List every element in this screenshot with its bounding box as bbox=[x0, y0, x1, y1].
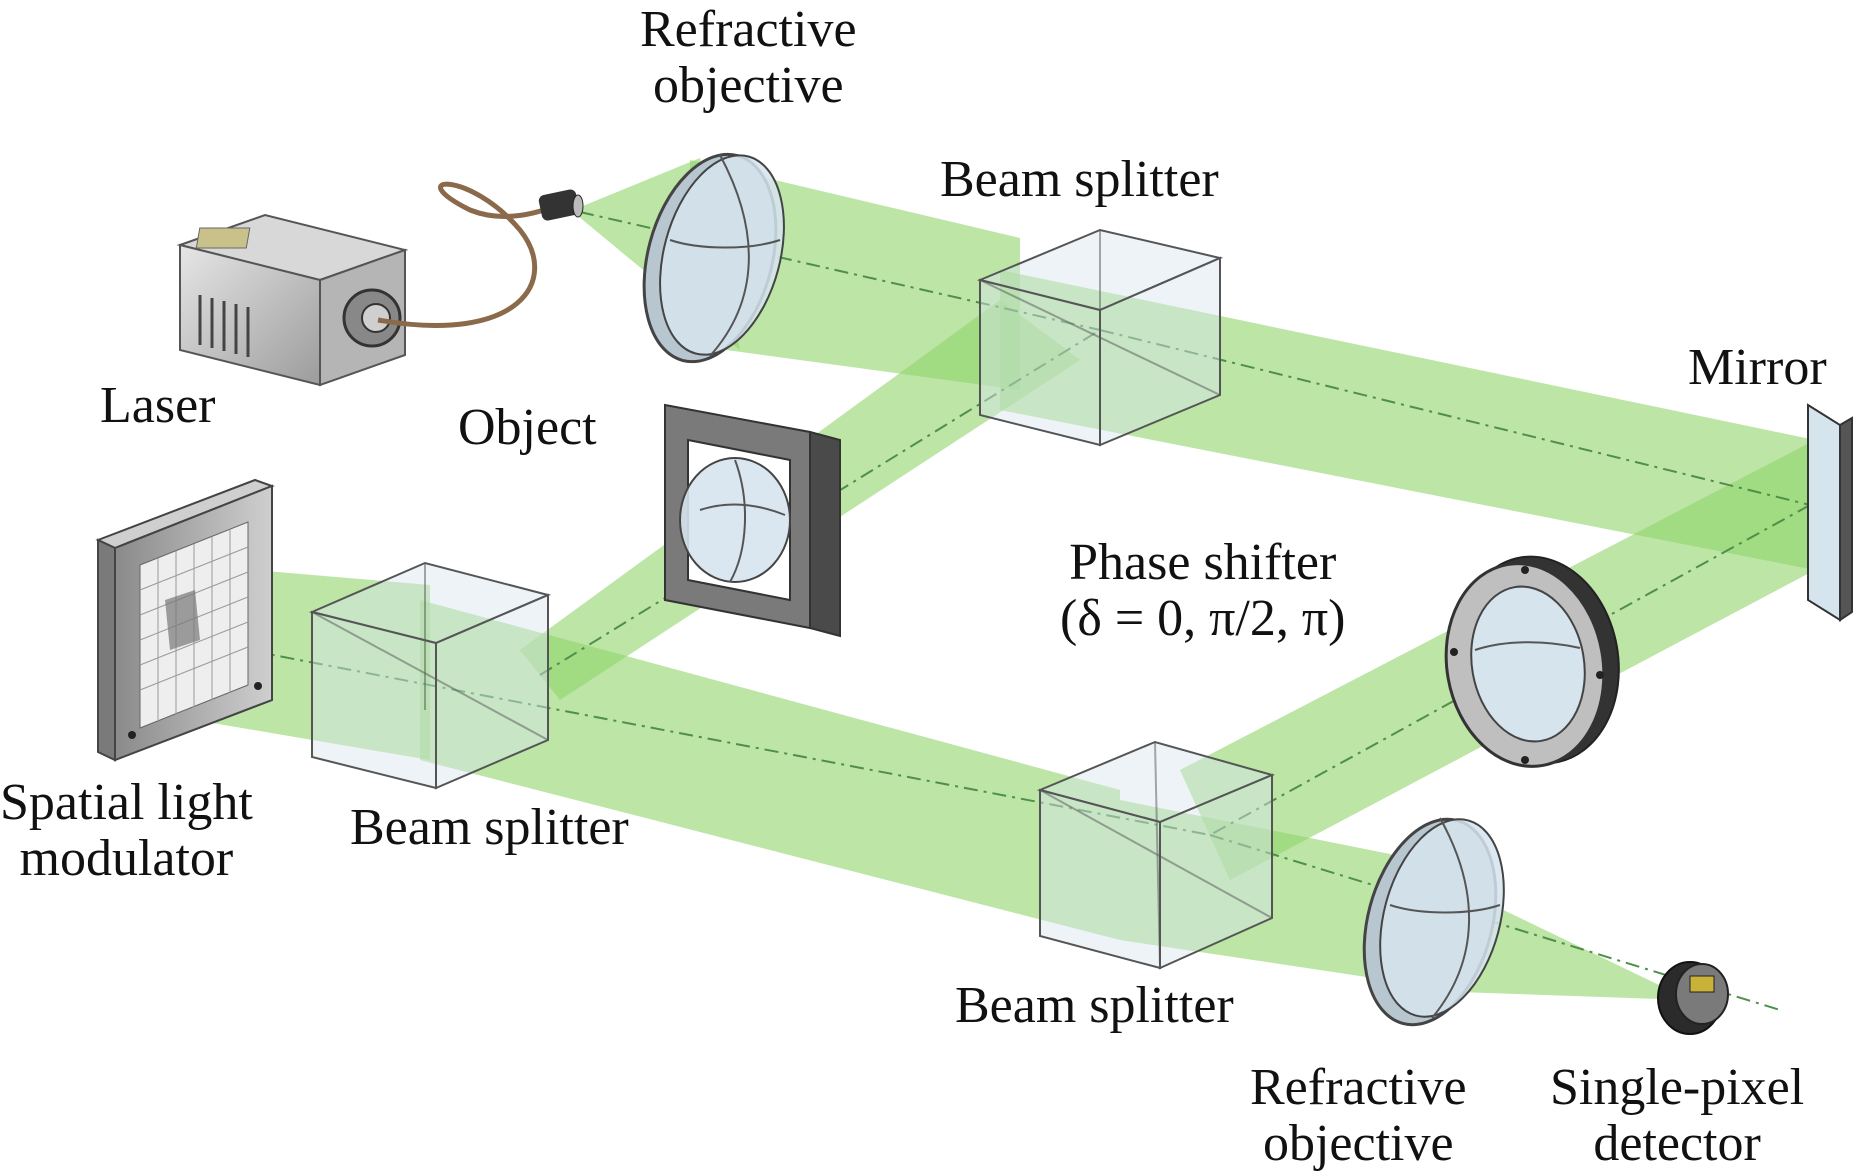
fiber-collimator bbox=[538, 189, 584, 221]
optical-fiber bbox=[377, 181, 551, 328]
label-mirror: Mirror bbox=[1688, 340, 1827, 396]
label-line: Refractive bbox=[640, 1, 857, 58]
spatial-light-modulator bbox=[95, 478, 275, 762]
label-beam-splitter-bottom: Beam splitter bbox=[955, 978, 1234, 1034]
label-refractive-objective-top: Refractive objective bbox=[640, 2, 857, 114]
label-phase-shifter: Phase shifter (δ = 0, π/2, π) bbox=[1060, 535, 1345, 647]
beam-bs-left-to-bs-bottom bbox=[420, 600, 1120, 940]
single-pixel-detector bbox=[1657, 961, 1729, 1035]
beam-splitter-left bbox=[308, 561, 552, 790]
label-line: Beam splitter bbox=[940, 151, 1219, 208]
label-line: Beam splitter bbox=[955, 977, 1234, 1034]
label-beam-splitter-top: Beam splitter bbox=[940, 152, 1219, 208]
phase-shifter bbox=[1444, 555, 1620, 768]
refractive-objective-top bbox=[642, 152, 785, 364]
label-line: objective bbox=[652, 57, 844, 114]
label-line: Object bbox=[458, 399, 597, 456]
label-line: Laser bbox=[100, 377, 216, 434]
label-line: modulator bbox=[19, 830, 234, 887]
beam-bs-bottom-to-objective bbox=[1120, 800, 1420, 985]
beam-bs-top-to-mirror bbox=[1000, 270, 1815, 570]
label-spatial-light-modulator: Spatial light modulator bbox=[0, 775, 253, 887]
label-laser: Laser bbox=[100, 378, 215, 434]
label-line: Phase shifter bbox=[1069, 534, 1337, 591]
label-line: Single-pixel bbox=[1550, 1059, 1805, 1116]
laser-device bbox=[176, 213, 409, 387]
label-refractive-objective-bottom: Refractive objective bbox=[1250, 1060, 1467, 1172]
object bbox=[664, 403, 841, 638]
label-object: Object bbox=[458, 400, 597, 456]
label-line: Spatial light bbox=[0, 774, 253, 831]
label-line: objective bbox=[1262, 1115, 1454, 1172]
beam-splitter-bottom bbox=[1036, 740, 1276, 970]
beam-splitter-top bbox=[976, 228, 1224, 447]
label-beam-splitter-left: Beam splitter bbox=[350, 800, 629, 856]
mirror bbox=[1807, 403, 1853, 622]
label-line: detector bbox=[1593, 1115, 1761, 1172]
label-line: Mirror bbox=[1688, 339, 1827, 396]
label-single-pixel-detector: Single-pixel detector bbox=[1550, 1060, 1804, 1172]
label-line: Refractive bbox=[1250, 1059, 1467, 1116]
label-line: (δ = 0, π/2, π) bbox=[1060, 590, 1346, 647]
refractive-objective-bottom bbox=[1362, 817, 1505, 1027]
label-line: Beam splitter bbox=[350, 799, 629, 856]
